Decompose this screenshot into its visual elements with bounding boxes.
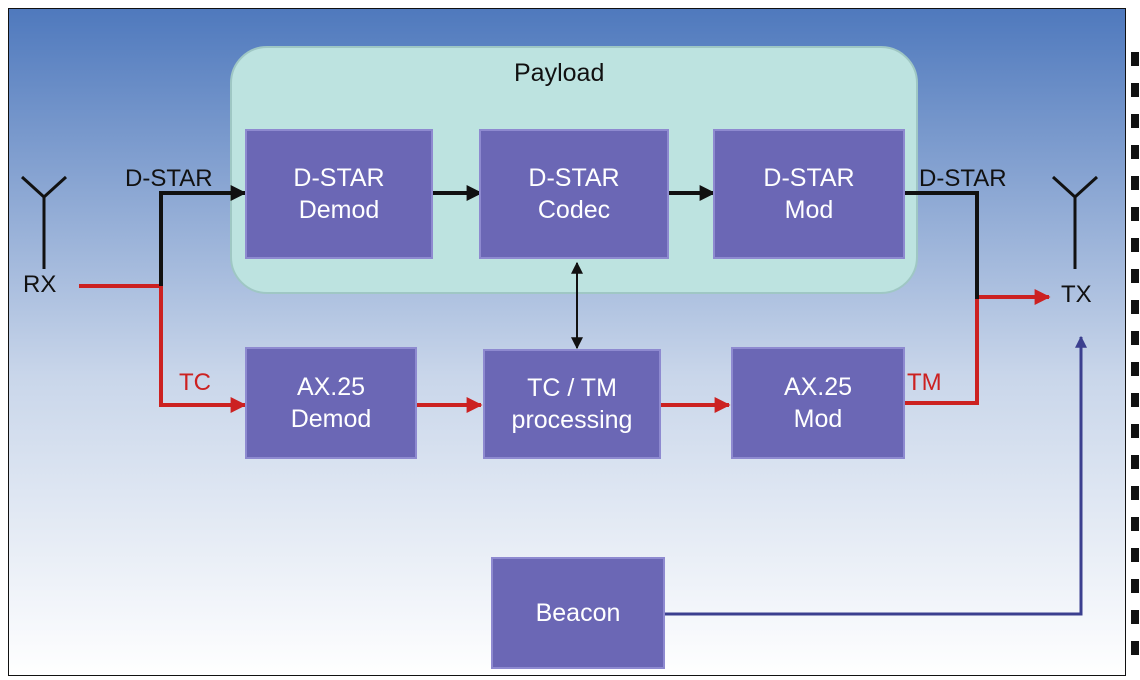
tm-label: TM — [907, 369, 942, 396]
right-edge-marks — [1131, 52, 1140, 680]
dstar-demod-line2: Demod — [298, 196, 380, 224]
tctm-line1: TC / TM — [527, 374, 617, 402]
edge-tick — [1131, 393, 1139, 407]
edge-tick — [1131, 548, 1139, 562]
tm-to-tx-path — [905, 289, 1051, 405]
dstar-codec-line2: Codec — [537, 196, 611, 224]
rf-paths — [79, 284, 1051, 413]
edge-tick — [1131, 207, 1139, 221]
tctm-processing-block: TC / TM processing — [483, 349, 661, 459]
rx-label: RX — [23, 271, 57, 298]
rx-antenna-icon — [20, 175, 68, 269]
beacon-block: Beacon — [491, 557, 665, 669]
edge-tick — [1131, 641, 1139, 655]
tx-antenna-icon — [1051, 175, 1099, 269]
edge-tick — [1131, 238, 1139, 252]
dstar-input-label: D-STAR — [125, 165, 213, 192]
edge-tick — [1131, 83, 1139, 97]
tx-label: TX — [1061, 281, 1092, 308]
dstar-codec-block: D-STAR Codec — [479, 129, 669, 259]
edge-tick — [1131, 362, 1139, 376]
dstar-mod-block: D-STAR Mod — [713, 129, 905, 259]
rx-to-dstar-demod-path — [159, 185, 247, 286]
edge-tick — [1131, 517, 1139, 531]
rx-to-ax25-demod-path — [79, 284, 247, 413]
beacon-label: Beacon — [535, 599, 621, 627]
edge-tick — [1131, 300, 1139, 314]
ax25-demod-line2: Demod — [290, 405, 372, 433]
dstar-mod-line1: D-STAR — [763, 164, 855, 192]
tctm-line2: processing — [511, 406, 633, 434]
edge-tick — [1131, 176, 1139, 190]
dstar-demod-line1: D-STAR — [293, 164, 385, 192]
edge-tick — [1131, 114, 1139, 128]
tc-label: TC — [179, 369, 211, 396]
edge-tick — [1131, 486, 1139, 500]
edge-tick — [1131, 331, 1139, 345]
dstar-demod-block: D-STAR Demod — [245, 129, 433, 259]
ax25-mod-line1: AX.25 — [783, 373, 853, 401]
payload-title: Payload — [514, 59, 605, 87]
edge-tick — [1131, 145, 1139, 159]
dstar-mod-to-tx-path — [905, 191, 979, 299]
beacon-to-tx-path — [663, 335, 1087, 616]
dstar-paths — [159, 185, 979, 299]
ax25-demod-line1: AX.25 — [296, 373, 366, 401]
dstar-output-label: D-STAR — [919, 165, 1007, 192]
edge-tick — [1131, 269, 1139, 283]
edge-tick — [1131, 455, 1139, 469]
edge-tick — [1131, 424, 1139, 438]
edge-tick — [1131, 579, 1139, 593]
dstar-codec-line1: D-STAR — [528, 164, 620, 192]
ax25-mod-line2: Mod — [793, 405, 843, 433]
edge-tick — [1131, 610, 1139, 624]
edge-tick — [1131, 52, 1139, 66]
dstar-mod-line2: Mod — [784, 196, 834, 224]
diagram-frame: Payload D-STAR Demod D-STAR Codec D-STAR Mo… — [8, 8, 1126, 676]
